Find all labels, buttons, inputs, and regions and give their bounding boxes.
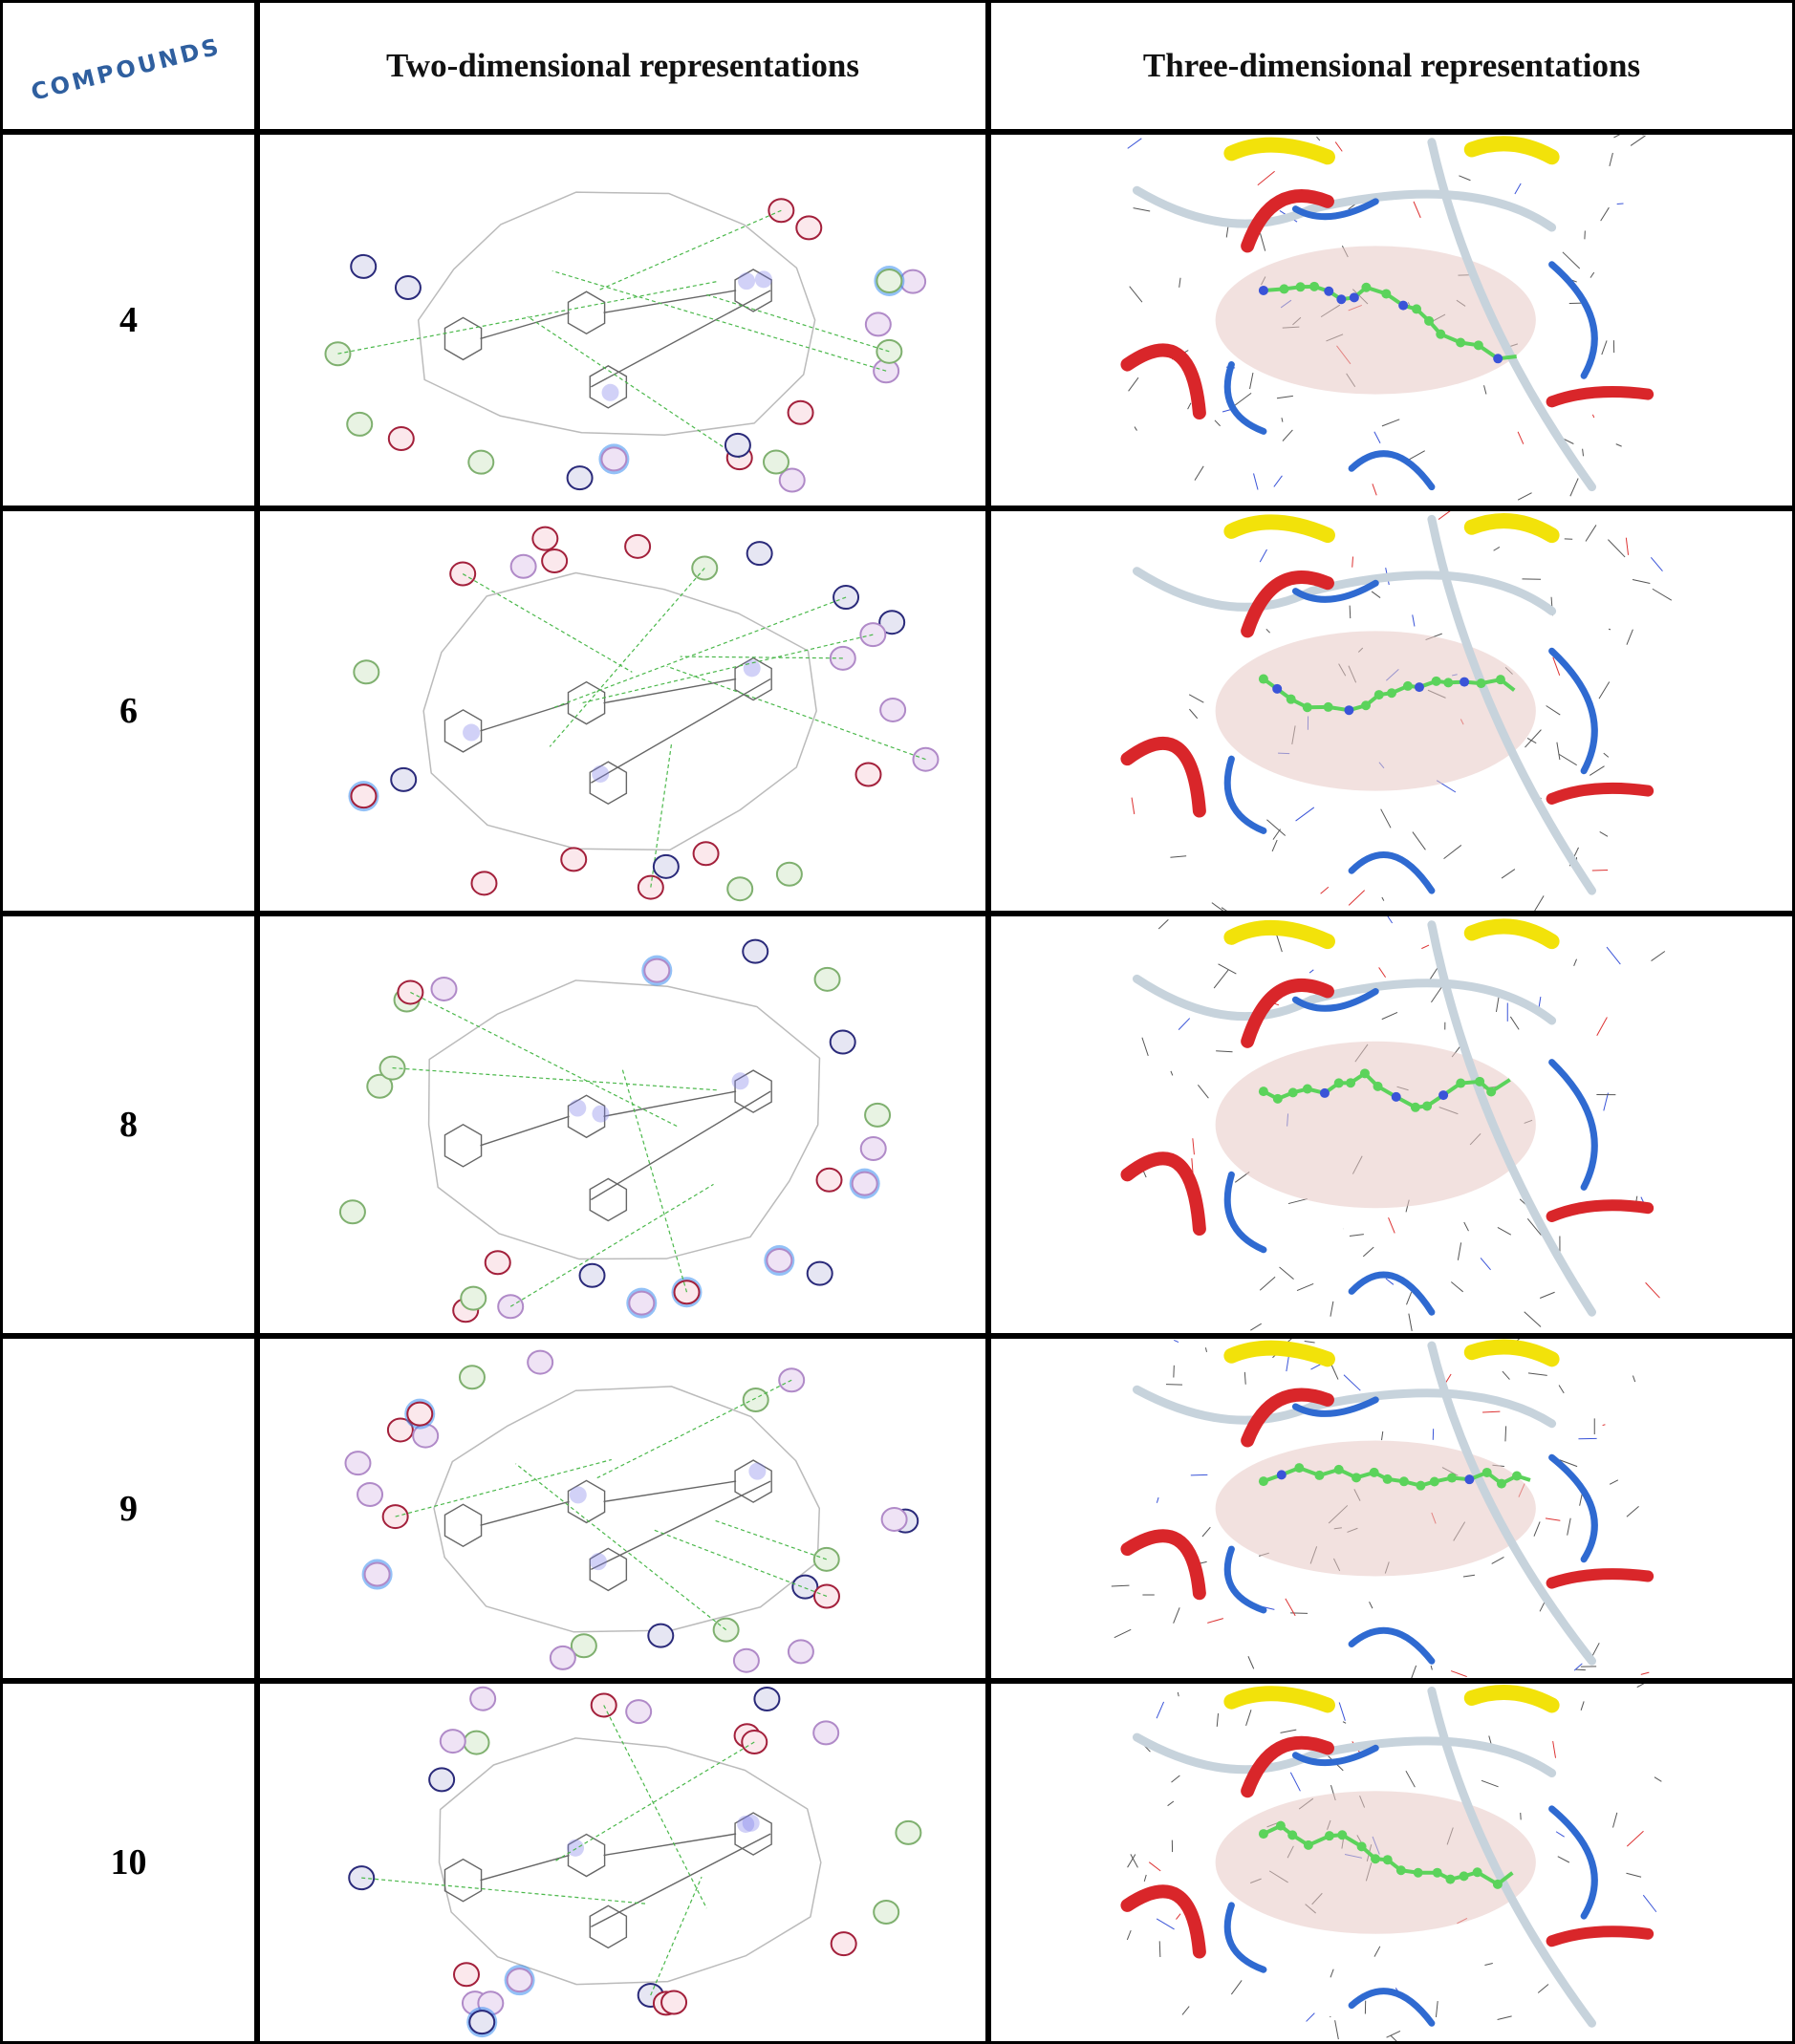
interaction-diagram-2d [260,1339,985,1678]
interaction-diagram-2d [260,1684,985,2041]
binding-pose-3d [991,916,1792,1333]
compound-number: 8 [119,1105,138,1145]
interaction-diagram-svg [344,1349,919,1673]
interaction-diagram-svg [348,1686,922,2038]
compound-cell: 9 [3,1339,254,1678]
compound-cell: 10 [3,1684,254,2041]
compound-cell: 8 [3,916,254,1333]
compounds-logo-text: COMPOUNDS [29,32,224,105]
interaction-diagram-svg [338,938,892,1323]
binding-pose-svg [1120,1684,1662,2041]
binding-pose-3d [991,135,1792,506]
compound-cell: 4 [3,135,254,506]
column-header-3d: Three-dimensional representations [1142,47,1641,84]
binding-pose-svg [1111,1339,1654,1678]
interaction-diagram-2d [260,511,985,911]
binding-pose-svg [1120,511,1673,911]
compound-number: 4 [119,300,138,340]
interaction-diagram-svg [348,526,940,902]
binding-pose-3d [991,1684,1792,2041]
header-2d-cell: Two-dimensional representations [260,3,985,129]
header-compounds-cell: COMPOUNDS [3,3,254,129]
interaction-diagram-svg [324,191,927,493]
compound-number: 10 [110,1842,147,1883]
interaction-diagram-2d [260,135,985,506]
binding-pose-svg [1120,135,1654,501]
compounds-logo: COMPOUNDS [29,32,224,105]
binding-pose-3d [991,1339,1792,1678]
interaction-diagram-2d [260,916,985,1333]
compound-number: 6 [119,691,138,731]
binding-pose-svg [1120,916,1666,1331]
compound-cell: 6 [3,511,254,911]
binding-pose-3d [991,511,1792,911]
column-header-2d: Two-dimensional representations [386,47,859,84]
header-3d-cell: Three-dimensional representations [991,3,1792,129]
compound-number: 9 [119,1488,138,1529]
